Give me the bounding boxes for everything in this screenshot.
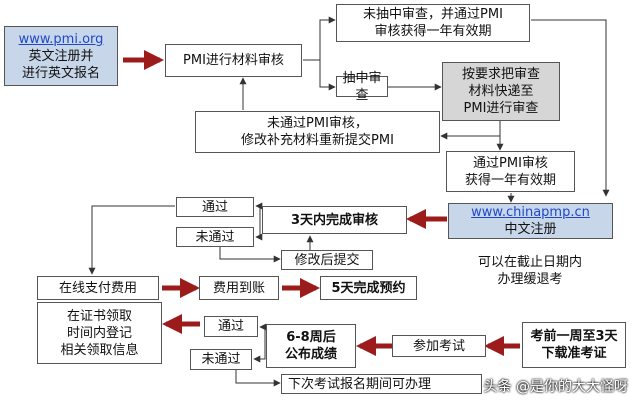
connector-not-audited-to-chinapmp: [531, 19, 610, 197]
not-passed-node-2: 未通过: [190, 349, 252, 370]
connector-results-to-notpassed: [253, 342, 266, 363]
audit-selected-node: 抽中审查: [336, 71, 388, 103]
next-registration-node: 下次考试报名期间可办理: [281, 374, 482, 394]
connector-review-to-not-audited: [303, 16, 336, 61]
connector-notpassed-to-next: [235, 369, 281, 387]
connector-review-to-audit: [319, 60, 336, 91]
not-passed-resubmit-node: 未通过PMI审核， 修改补充材料重新提交PMI: [195, 111, 440, 153]
pmi-site-text: 英文注册并 进行英文报名: [21, 48, 100, 81]
connector-review3-to-notpassed: [255, 225, 263, 241]
certificate-node: 在证书领取 时间内登记 相关领取信息: [37, 302, 162, 364]
pmi-url-link[interactable]: www.pmi.org: [18, 31, 104, 47]
pmi-review-node: PMI进行材料审核: [165, 44, 302, 77]
deferral-note: 可以在截止日期内 办理缓退考: [477, 255, 582, 287]
connector-notpassed-to-revise: [219, 247, 281, 263]
revise-submit-node: 修改后提交: [281, 250, 373, 270]
chinapmp-site-text: 中文注册: [504, 222, 557, 237]
chinapmp-url-link[interactable]: www.chinapmp.cn: [471, 205, 590, 220]
take-exam-node: 参加考试: [392, 335, 486, 357]
connector-mail-to-rejected: [440, 121, 501, 140]
mail-materials-node: 按要求把审查 材料快递至 PMI进行审查: [442, 62, 560, 121]
passed-valid-node: 通过PMI审核 获得一年有效期: [446, 151, 575, 192]
fee-received-node: 费用到账: [199, 276, 279, 300]
online-payment-node: 在线支付费用: [37, 276, 159, 300]
passed-node-1: 通过: [176, 197, 254, 217]
not-audited-node: 未抽中审查，并通过PMI 审核获得一年有效期: [336, 4, 530, 42]
connector-passed-to-payment: [88, 205, 175, 275]
booking-5days-node: 5天完成预约: [320, 276, 417, 300]
connector-results-to-passed: [259, 323, 267, 342]
results-node: 6-8周后 公布成绩: [266, 324, 356, 368]
not-passed-node-1: 未通过: [176, 227, 254, 247]
admission-ticket-node: 考前一周至3天 下载准考证: [522, 322, 626, 368]
review-3days-node: 3天内完成审核: [262, 206, 407, 234]
pmi-site-node: www.pmi.org 英文注册并 进行英文报名: [4, 26, 118, 86]
chinapmp-site-node: www.chinapmp.cn 中文注册: [448, 203, 613, 239]
watermark: 头条 @是你的大大怪呀: [483, 379, 628, 395]
passed-node-2: 通过: [204, 316, 258, 337]
connector-review3-to-passed: [255, 202, 263, 225]
